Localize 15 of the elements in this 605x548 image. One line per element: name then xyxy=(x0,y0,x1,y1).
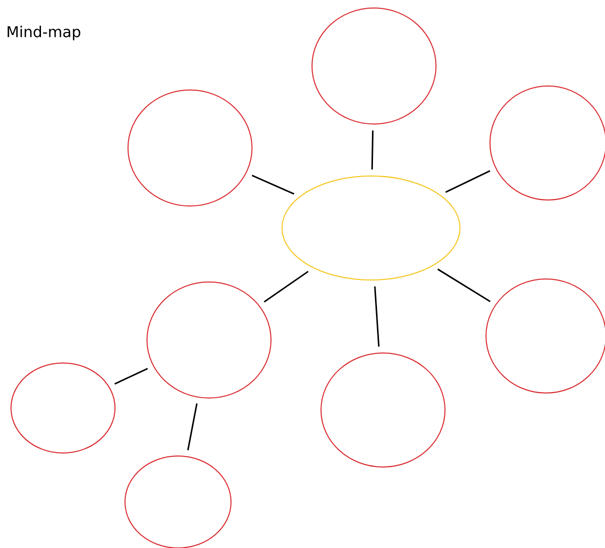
connector-line xyxy=(264,270,309,302)
connector-line xyxy=(437,268,491,302)
topic-circle xyxy=(312,8,436,124)
topic-circle xyxy=(10,362,116,454)
topic-circle xyxy=(128,90,252,206)
connector-line xyxy=(114,368,148,385)
connector-line xyxy=(252,174,294,195)
center-ellipse xyxy=(282,176,460,280)
topic-circle xyxy=(146,282,272,398)
title: Mind-map xyxy=(8,26,80,40)
connector-line xyxy=(371,130,374,170)
topic-circle xyxy=(320,352,446,468)
connector-line xyxy=(445,170,490,193)
connector-line xyxy=(187,403,198,450)
connector-line xyxy=(374,286,380,347)
